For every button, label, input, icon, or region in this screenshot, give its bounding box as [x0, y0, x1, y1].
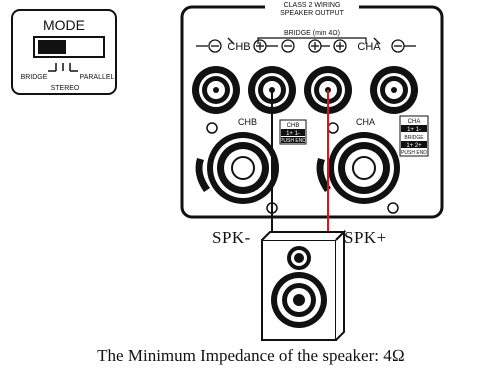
- svg-text:CHB: CHB: [287, 123, 300, 129]
- svg-text:BRIDGE: BRIDGE: [404, 135, 424, 141]
- chb-label: CHB: [227, 41, 250, 53]
- cha-jack-label: CHA: [356, 117, 375, 127]
- speaker-cabinet: [261, 229, 347, 341]
- plus-icon: [333, 39, 347, 53]
- cha-pointer-icon: [373, 37, 381, 45]
- chb-pointer-icon: [227, 37, 235, 45]
- svg-text:PUSH END: PUSH END: [280, 138, 306, 144]
- svg-text:1+ 1-: 1+ 1-: [286, 131, 300, 137]
- mode-bridge-label: BRIDGE: [21, 74, 48, 81]
- speaker-output-panel: CLASS 2 WIRING SPEAKER OUTPUT BRIDGE (mi…: [180, 0, 444, 219]
- svg-text:CHA: CHA: [408, 119, 421, 125]
- spk-negative-label: SPK-: [212, 228, 251, 247]
- spk-positive-label: SPK+: [344, 228, 387, 247]
- binding-post-cha-minus[interactable]: [370, 66, 418, 114]
- lock-arrow-icon: [195, 158, 210, 192]
- mode-switch-box: MODE BRIDGE PARALLEL STEREO: [11, 9, 117, 95]
- speakon-jack-chb[interactable]: [195, 122, 279, 214]
- mode-stereo-label: STEREO: [51, 85, 80, 92]
- cha-pinout-tag: CHA 1+ 1- BRIDGE 1+ 2+ PUSH END: [399, 115, 429, 157]
- mode-slider-knob[interactable]: [38, 40, 66, 54]
- screw-icon: [206, 122, 218, 134]
- binding-post-chb-minus[interactable]: [192, 66, 240, 114]
- mode-title: MODE: [43, 17, 85, 33]
- polarity-row: [196, 37, 416, 53]
- mode-parallel-label: PARALLEL: [80, 74, 115, 81]
- svg-text:PUSH END: PUSH END: [401, 150, 427, 156]
- bridge-note: BRIDGE (min 4Ω): [284, 30, 340, 37]
- minus-icon: [208, 39, 222, 53]
- minus-icon: [281, 39, 295, 53]
- panel-header-line1: CLASS 2 WIRING: [284, 2, 341, 9]
- chb-pinout-tag: CHB 1+ 1- PUSH END: [279, 119, 307, 145]
- cha-label: CHA: [357, 41, 381, 53]
- svg-text:1+ 2+: 1+ 2+: [406, 143, 422, 149]
- screw-icon: [327, 122, 339, 134]
- chb-jack-label: CHB: [238, 117, 257, 127]
- speakon-jack-cha[interactable]: [316, 122, 400, 214]
- panel-header-line2: SPEAKER OUTPUT: [280, 10, 345, 17]
- screw-icon: [387, 202, 399, 214]
- mode-position-marks: [48, 63, 78, 72]
- impedance-caption: The Minimum Impedance of the speaker: 4Ω: [97, 346, 405, 365]
- svg-text:1+ 1-: 1+ 1-: [407, 127, 421, 133]
